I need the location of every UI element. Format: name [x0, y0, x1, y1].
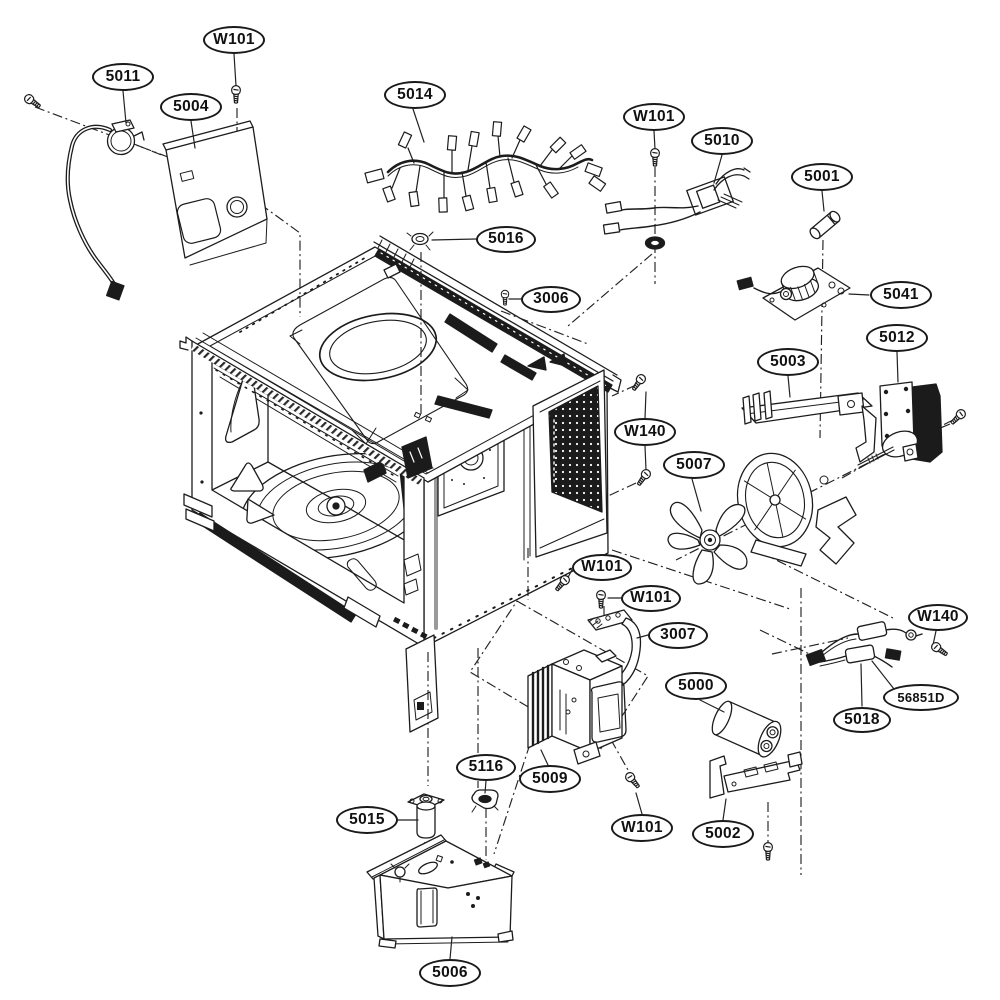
side-vent-panel-drawing	[532, 369, 608, 558]
capacitor-drawing	[711, 700, 782, 758]
interlock-coil-drawing	[65, 119, 145, 301]
wire-harness-drawing	[364, 121, 607, 213]
screw-icon	[629, 372, 648, 393]
screw-icon	[231, 84, 241, 104]
callout-5015[interactable]: 5015	[336, 806, 398, 834]
screw-icon	[649, 148, 661, 167]
screw-icon	[500, 289, 510, 306]
cavity-assembly-drawing	[179, 235, 622, 733]
front-latch-column-drawing	[392, 436, 439, 733]
callout-5041[interactable]: 5041	[870, 281, 932, 309]
callout-5001[interactable]: 5001	[791, 163, 853, 191]
callout-5004[interactable]: 5004	[160, 93, 222, 121]
callout-5006[interactable]: 5006	[419, 959, 481, 987]
screw-icon	[623, 770, 643, 791]
magnetron-drawing	[527, 649, 627, 765]
shield-plate-drawing	[162, 120, 268, 266]
callout-5018[interactable]: 5018	[833, 707, 891, 733]
thermostat-drawing	[602, 167, 751, 250]
callout-W101[interactable]: W101	[611, 814, 673, 842]
callout-W101[interactable]: W101	[572, 553, 632, 581]
callout-5014[interactable]: 5014	[384, 81, 446, 109]
turntable-motor-drawing	[857, 381, 943, 469]
callout-5007[interactable]: 5007	[663, 451, 725, 479]
antenna-shaft-drawing	[407, 793, 445, 839]
callout-5116[interactable]: 5116	[456, 753, 516, 781]
fan-motor-plate-drawing	[736, 265, 851, 321]
screw-icon	[22, 92, 43, 111]
callout-leader-lines	[122, 53, 937, 960]
callout-3007[interactable]: 3007	[648, 621, 708, 649]
screw-icon	[948, 407, 968, 427]
screw-icon	[929, 640, 950, 659]
screw-icon	[595, 589, 607, 609]
fan-blade-drawing	[667, 501, 748, 585]
magnetron-bracket-drawing	[587, 609, 642, 689]
callout-5011[interactable]: 5011	[92, 63, 154, 91]
base-plate-assembly-drawing	[366, 834, 515, 949]
callout-W101[interactable]: W101	[203, 26, 265, 54]
callout-5016[interactable]: 5016	[476, 225, 536, 253]
capacitor-bracket-drawing	[709, 751, 803, 799]
callout-5012[interactable]: 5012	[866, 324, 928, 352]
screw-icon	[634, 467, 653, 488]
callout-W140[interactable]: W140	[908, 603, 968, 631]
fan-shroud-bracket-drawing	[736, 390, 877, 567]
callout-W101[interactable]: W101	[621, 584, 681, 612]
callout-W101[interactable]: W101	[623, 103, 685, 131]
callout-5009[interactable]: 5009	[519, 765, 581, 793]
callout-5010[interactable]: 5010	[691, 127, 753, 155]
screw-icon	[762, 841, 774, 861]
fuse-drawing	[809, 210, 841, 240]
callout-5003[interactable]: 5003	[757, 348, 819, 376]
callout-5002[interactable]: 5002	[692, 820, 754, 848]
callout-56851D[interactable]: 56851D	[883, 683, 959, 711]
callout-5000[interactable]: 5000	[665, 672, 727, 700]
callout-3006[interactable]: 3006	[521, 285, 581, 313]
callout-W140[interactable]: W140	[614, 418, 676, 446]
noise-filter-wire-drawing	[805, 621, 923, 668]
clamp-5016-drawing	[406, 231, 434, 251]
stirrer-clip-drawing	[471, 789, 499, 813]
